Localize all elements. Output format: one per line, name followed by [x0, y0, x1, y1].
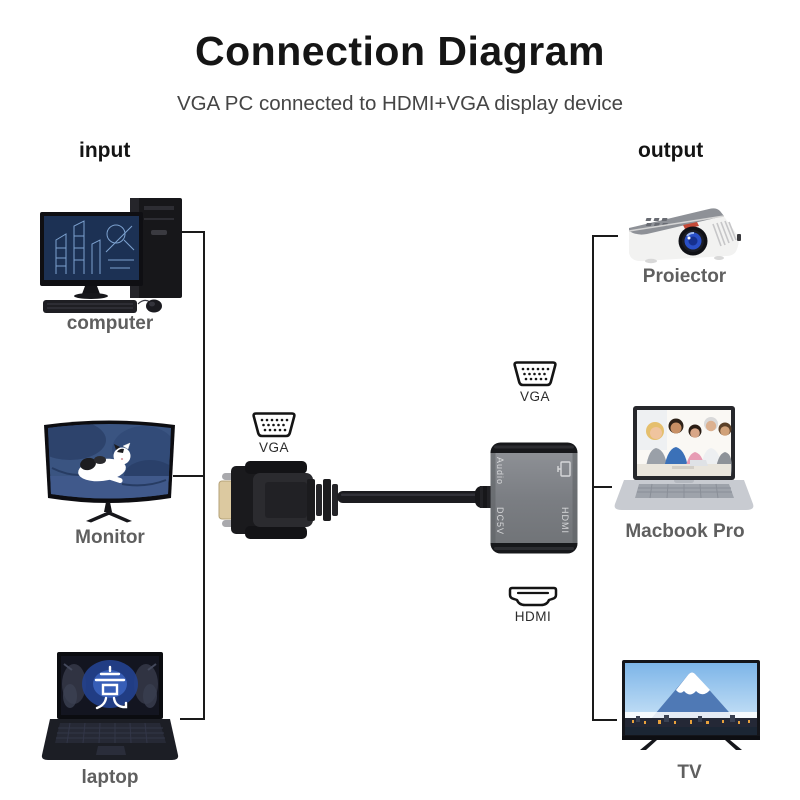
hdmi-output-label: HDMI [514, 609, 552, 624]
vga-plug-icon [252, 412, 296, 438]
tv-image [622, 660, 760, 750]
display-icon [557, 461, 571, 477]
adapter-hdmi-port-label: HDMI [560, 507, 570, 534]
adapter-power-label: DC5V [495, 507, 505, 536]
monitor-image [44, 420, 175, 523]
adapter-box-image [490, 442, 578, 554]
adapter-audio-label: Audio [495, 457, 505, 486]
page-title: Connection Diagram [195, 28, 605, 74]
laptop-screen-glyph [94, 665, 128, 710]
projector-label: Proiector [642, 266, 727, 287]
hdmi-output-icon [508, 586, 558, 607]
vga-cable-image [218, 461, 499, 539]
vga-output-icon [513, 361, 557, 387]
tv-label: TV [677, 762, 702, 783]
macbook-label: Macbook Pro [625, 521, 745, 542]
vga-output-label: VGA [519, 389, 550, 404]
monitor-label: Monitor [75, 527, 145, 548]
computer-label: computer [66, 313, 154, 334]
macbook-image [614, 406, 754, 510]
vga-plug-label: VGA [258, 440, 289, 455]
projector-image [628, 208, 741, 264]
input-section-label: input [79, 139, 131, 162]
laptop-image [41, 652, 179, 760]
laptop-label: laptop [81, 767, 139, 788]
page-subtitle: VGA PC connected to HDMI+VGA display dev… [176, 92, 624, 115]
output-section-label: output [638, 139, 704, 162]
computer-image [40, 198, 182, 313]
